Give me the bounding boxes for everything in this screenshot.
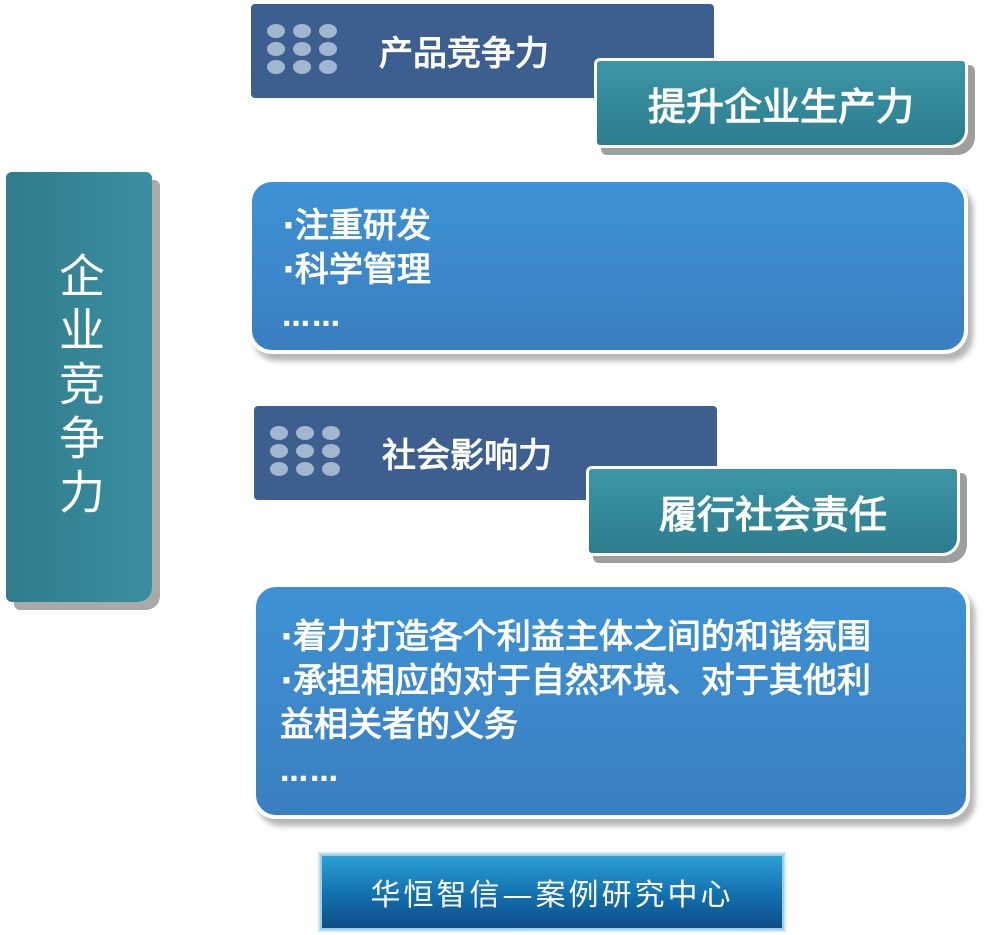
bullet-item: ·科学管理 [282, 250, 431, 290]
bullet-item: ·着力打造各个利益主体之间的和谐氛围 [280, 617, 871, 657]
badge-social-responsibility: 履行社会责任 [586, 466, 960, 556]
bullet-item: ·承担相应的对于自然环境、对于其他利 [280, 661, 871, 701]
tab-label: 产品竞争力 [379, 34, 549, 74]
side-title: 企业竞争力 [52, 252, 106, 522]
dots-icon [270, 426, 342, 478]
bullet-item: ·注重研发 [282, 206, 431, 246]
side-panel: 企业竞争力 [6, 172, 152, 602]
ellipsis-more: …… [280, 755, 340, 788]
badge-label: 履行社会责任 [658, 492, 887, 537]
content-box-product: ·注重研发 ·科学管理 …… [248, 178, 968, 354]
tab-product-competitiveness: 产品竞争力 [251, 4, 714, 98]
ellipsis-more: …… [282, 300, 342, 333]
content-box-social: ·着力打造各个利益主体之间的和谐氛围 ·承担相应的对于自然环境、对于其他利 益相… [252, 583, 970, 819]
badge-improve-productivity: 提升企业生产力 [594, 58, 968, 148]
tab-label: 社会影响力 [382, 436, 552, 476]
bullet-item-continuation: 益相关者的义务 [280, 705, 518, 745]
footer-label: 华恒智信—案例研究中心 [370, 878, 734, 913]
dots-icon [267, 24, 339, 76]
badge-label: 提升企业生产力 [647, 84, 914, 129]
footer-banner: 华恒智信—案例研究中心 [320, 854, 784, 930]
